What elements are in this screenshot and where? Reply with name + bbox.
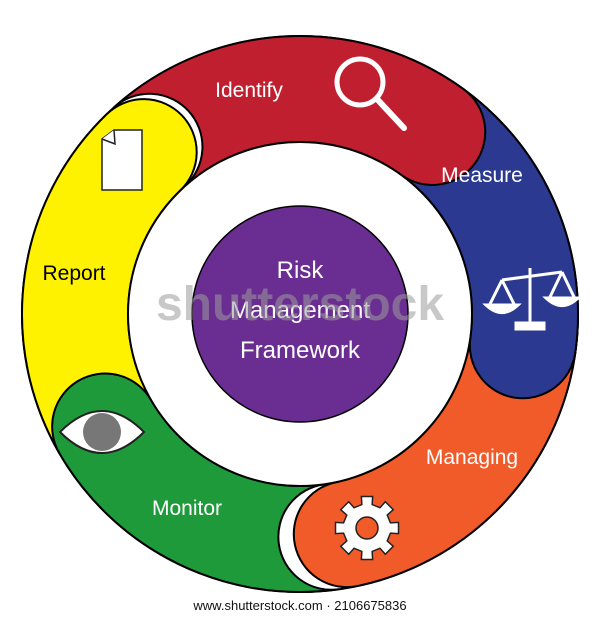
center-title-line-2: Management <box>230 297 370 324</box>
label-report: Report <box>42 262 105 285</box>
label-measure: Measure <box>441 164 523 187</box>
scales-icon <box>482 268 582 331</box>
segment-identify <box>113 35 487 187</box>
center-title-line-1: Risk <box>277 257 325 284</box>
document-icon <box>101 129 143 191</box>
gear-icon <box>334 495 400 561</box>
label-monitor: Monitor <box>152 497 222 520</box>
center-circle <box>191 205 409 423</box>
magnifier-icon <box>334 56 407 131</box>
watermark-text: shutterstock <box>156 278 444 331</box>
gear-hole <box>355 516 379 540</box>
footer-caption: www.shutterstock.com · 2106675836 <box>193 598 407 613</box>
center-title-line-3: Framework <box>240 337 361 364</box>
label-identify: Identify <box>215 79 283 102</box>
eye-icon <box>58 410 146 454</box>
label-managing: Managing <box>426 446 518 469</box>
segment-report <box>21 98 198 454</box>
